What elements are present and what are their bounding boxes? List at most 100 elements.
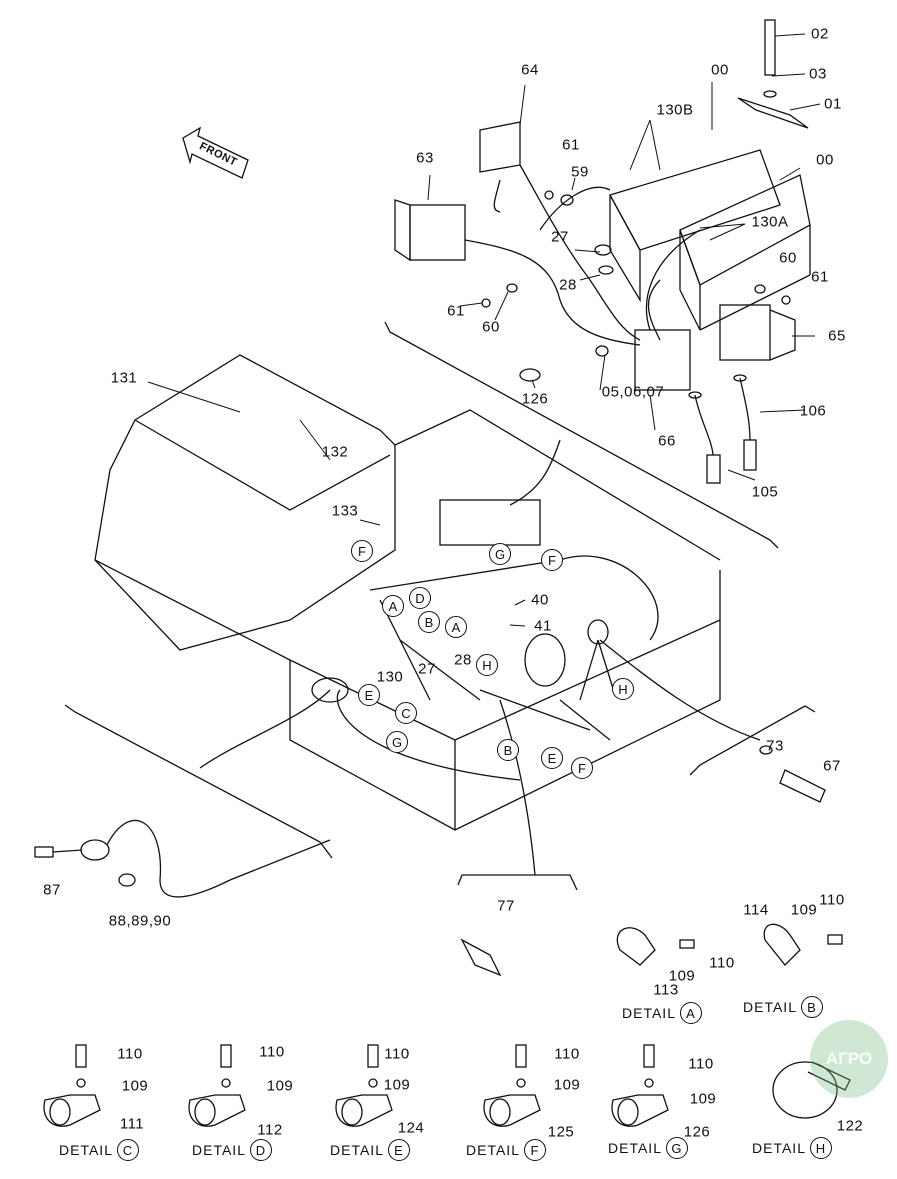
detail-letter: F [523,1139,546,1161]
part-number-label: 111 [119,1115,145,1133]
part-number-label: 109 [266,1077,294,1095]
part-number-label: 114 [743,901,769,919]
detail-letter: B [800,996,823,1018]
detail-word: DETAIL [59,1142,113,1158]
part-number-label: 124 [397,1119,425,1137]
part-number-label: 109 [689,1090,717,1108]
detail-callout-h: H [476,654,498,676]
part-number-label: 88,89,90 [108,912,172,930]
detail-callout-f: F [351,540,373,562]
part-number-label: 126 [521,390,549,408]
front-arrow-icon [182,126,249,179]
part-number-label: 65 [828,327,846,345]
part-number-label: 27 [418,660,436,678]
detail-callout-b: B [418,611,440,633]
group-brackets [64,321,816,891]
part-number-label: 109 [553,1076,581,1094]
detail-letter: A [679,1002,702,1024]
part-number-label: 130A [751,213,789,231]
part-number-label: 133 [331,502,359,520]
part-number-label: 131 [110,369,138,387]
part-number-label: 109 [383,1076,411,1094]
part-number-label: 105 [751,483,779,501]
part-number-label: 109 [668,967,696,985]
part-number-label: 112 [257,1121,283,1139]
part-number-label: 00 [711,61,729,79]
part-number-label: 77 [497,897,515,915]
detail-letter: G [665,1137,688,1159]
part-number-label: 61 [811,268,829,286]
machine-body [94,354,721,831]
detail-callout-g: G [386,731,408,753]
detail-callout-e: E [358,684,380,706]
part-number-label: 87 [43,881,61,899]
detail-word: DETAIL [743,999,797,1015]
part-number-label: 113 [653,981,679,999]
detail-callout-a: A [445,616,467,638]
detail-letter: D [249,1139,272,1161]
part-number-label: 110 [384,1045,410,1063]
detail-callout-g: G [489,543,511,565]
part-number-label: 66 [658,432,676,450]
part-number-label: 125 [547,1123,575,1141]
part-number-label: 00 [816,151,834,169]
part-number-label: 01 [824,95,842,113]
part-number-label: 109 [790,901,818,919]
part-number-label: 59 [571,163,589,181]
detail-letter: C [116,1139,139,1161]
part-number-label: 40 [531,591,549,609]
detail-callout-f: F [571,757,593,779]
part-number-label: 28 [559,276,577,294]
detail-word: DETAIL [752,1140,806,1156]
part-number-label: 64 [521,61,539,79]
part-number-label: 110 [259,1043,285,1061]
detail-word: DETAIL [192,1142,246,1158]
part-number-label: 61 [447,302,465,320]
detail-word: DETAIL [622,1005,676,1021]
part-number-label: 126 [683,1123,711,1141]
detail-letter: E [387,1139,410,1161]
detail-word: DETAIL [466,1142,520,1158]
watermark-logo: АГРО [810,1020,888,1098]
detail-callout-a: A [382,595,404,617]
part-number-label: 28 [454,651,472,669]
detail-word: DETAIL [608,1140,662,1156]
part-number-label: 67 [823,757,841,775]
detail-callout-d: D [409,587,431,609]
part-number-label: 05,06,07 [601,383,665,401]
part-number-label: 110 [709,954,735,972]
part-number-label: 110 [554,1045,580,1063]
leader-lines [147,33,821,627]
part-number-label: 109 [121,1077,149,1095]
part-number-label: 03 [809,65,827,83]
part-number-label: 63 [416,149,434,167]
part-number-label: 122 [836,1117,864,1135]
detail-callout-h: H [612,678,634,700]
part-number-label: 60 [779,249,797,267]
part-number-label: 106 [799,402,827,420]
detail-letter: H [809,1137,832,1159]
part-number-label: 110 [819,891,845,909]
detail-word: DETAIL [330,1142,384,1158]
part-number-label: 61 [562,136,580,154]
part-number-label: 41 [534,617,552,635]
part-number-label: 110 [688,1055,714,1073]
detail-clamps [43,923,851,1127]
battery-assembly [394,19,811,484]
part-number-label: 73 [766,737,784,755]
part-number-label: 130 [376,668,404,686]
part-number-label: 130B [656,101,694,119]
detail-callout-c: C [395,702,417,724]
part-number-label: 27 [551,228,569,246]
sensor-parts [34,745,826,977]
